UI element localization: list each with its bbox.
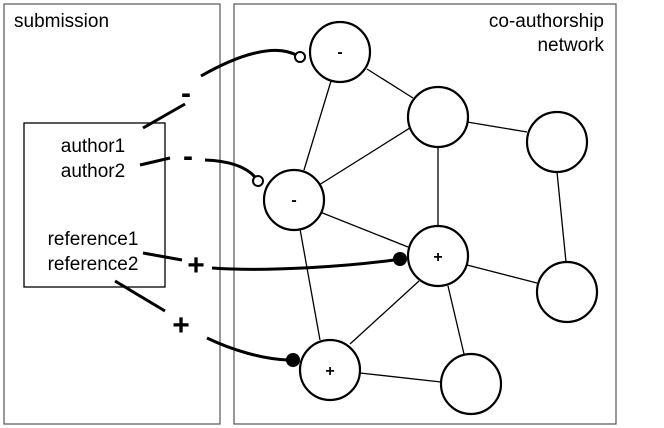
submission-panel bbox=[3, 3, 221, 425]
network-edges bbox=[299, 68, 567, 383]
network-panel-title-line1: co-authorship bbox=[489, 11, 604, 32]
node-bottom-right bbox=[439, 352, 503, 416]
author1-endpoint bbox=[294, 51, 306, 63]
author2-endpoint bbox=[252, 175, 264, 187]
author1-link-left bbox=[142, 102, 186, 130]
node-upper-middle bbox=[406, 85, 470, 149]
reference2-link-left bbox=[114, 279, 166, 313]
reference2-link-right bbox=[206, 336, 289, 362]
edge-center-to-lower-right bbox=[466, 264, 538, 284]
reference1-link-right bbox=[211, 258, 395, 271]
edge-upper-middle-to-upper-right bbox=[466, 121, 528, 133]
reference2-link-sign: + bbox=[172, 309, 190, 342]
node-bottom-label: + bbox=[325, 363, 334, 380]
node-top bbox=[308, 20, 372, 84]
edge-upper-right-to-lower-right bbox=[556, 171, 567, 263]
edge-middle-left-to-bottom bbox=[299, 228, 321, 341]
edge-center-to-bottom bbox=[349, 280, 420, 345]
author1-link-sign: - bbox=[181, 77, 191, 110]
edge-upper-middle-to-middle-left bbox=[318, 125, 414, 186]
reference1-label: reference1 bbox=[48, 229, 139, 250]
author2-link-sign: - bbox=[183, 140, 193, 173]
node-middle-left bbox=[262, 168, 326, 232]
submission-box bbox=[23, 122, 166, 288]
author2-link-left bbox=[139, 156, 171, 167]
node-middle-left-label: - bbox=[291, 192, 296, 209]
edge-top-to-middle-left bbox=[303, 80, 332, 171]
reference2-endpoint bbox=[286, 353, 300, 367]
node-top-label: - bbox=[337, 44, 342, 61]
reference2-label: reference2 bbox=[48, 254, 139, 275]
node-bottom bbox=[298, 338, 362, 402]
node-lower-right bbox=[535, 260, 599, 324]
network-panel bbox=[233, 3, 617, 425]
network-nodes bbox=[262, 20, 599, 416]
submission-links bbox=[114, 48, 395, 362]
reference1-link-sign: + bbox=[187, 249, 205, 282]
edge-center-to-bottom-right bbox=[447, 285, 465, 355]
edge-middle-left-to-center bbox=[319, 211, 409, 248]
author1-link-right bbox=[200, 48, 299, 78]
reference1-endpoint bbox=[393, 252, 407, 266]
node-upper-right bbox=[525, 110, 589, 174]
network-panel-title-line2: network bbox=[537, 35, 604, 56]
reference1-link-left bbox=[142, 251, 183, 262]
node-center-label: + bbox=[433, 249, 442, 266]
submission-panel-title: submission bbox=[14, 11, 109, 32]
edge-top-to-upper-middle bbox=[366, 68, 414, 99]
author1-label: author1 bbox=[61, 136, 125, 157]
edge-bottom-to-bottom-right bbox=[359, 372, 442, 383]
author2-link-right bbox=[204, 158, 257, 179]
node-center bbox=[406, 224, 470, 288]
author2-label: author2 bbox=[61, 161, 125, 182]
